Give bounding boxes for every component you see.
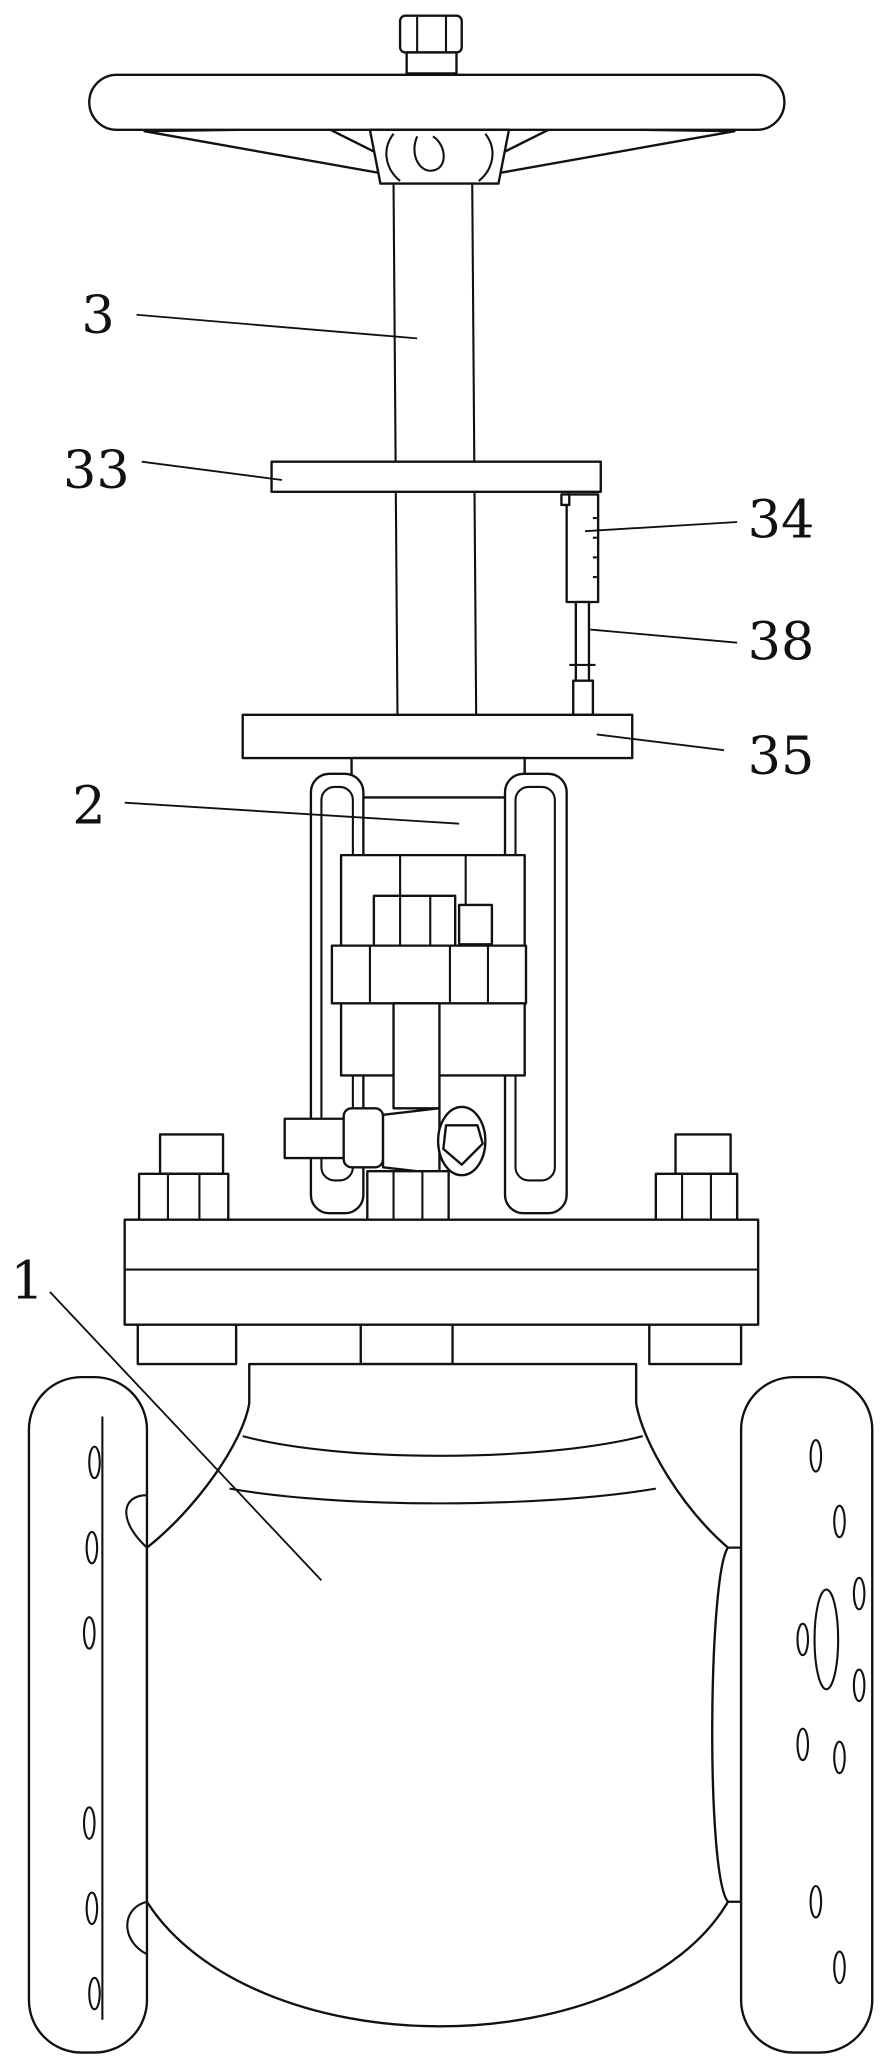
top-nut — [400, 16, 462, 74]
left-end-flange — [29, 1377, 147, 2052]
leader-bonnet — [125, 803, 459, 824]
leader-cylinder — [585, 522, 737, 531]
bonnet-flange — [125, 1220, 758, 1325]
valve-body — [126, 1364, 728, 2026]
label-lower-plate: 35 — [748, 726, 815, 787]
label-upper-plate: 33 — [63, 440, 130, 501]
piston-rod — [569, 602, 595, 715]
leader-stem — [136, 315, 417, 339]
cylinder — [561, 494, 598, 602]
leader-rod — [590, 630, 737, 643]
label-cylinder: 34 — [748, 490, 815, 551]
upper-plate — [272, 462, 601, 492]
bonnet-bolt-middle — [367, 1171, 448, 1220]
handwheel-hub — [370, 130, 509, 184]
label-bonnet: 2 — [72, 776, 105, 837]
lower-nuts — [138, 1325, 741, 1364]
right-end-flange — [712, 1377, 872, 2052]
bonnet-bolt-right — [656, 1134, 737, 1219]
gland-flange — [332, 946, 526, 1004]
lower-plate — [243, 715, 633, 758]
leader-upper-plate — [142, 462, 282, 480]
valve-spindle — [394, 1003, 440, 1108]
handwheel-rim — [89, 75, 784, 130]
label-valve-body: 1 — [11, 1250, 44, 1311]
label-rod: 38 — [748, 612, 815, 673]
stem — [394, 184, 477, 715]
label-stem: 3 — [81, 285, 114, 346]
bonnet-bolt-left — [139, 1134, 228, 1219]
